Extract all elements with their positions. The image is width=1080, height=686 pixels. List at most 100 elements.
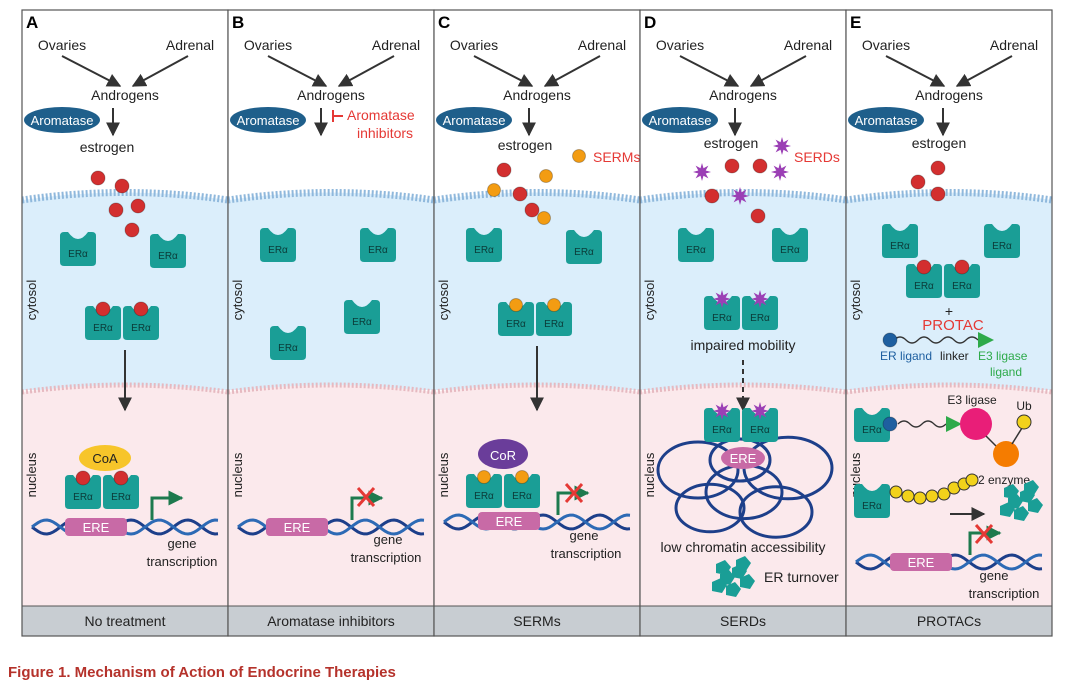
cell-membrane: [227, 189, 435, 204]
receptor-label: ERα: [914, 281, 934, 292]
receptor-shape: [854, 484, 890, 518]
ovaries-label: Ovaries: [244, 37, 292, 53]
receptor-shape: [906, 264, 942, 298]
aromatase-label: Aromatase: [649, 113, 712, 128]
receptor-shape: [536, 302, 572, 336]
receptor-shape: [123, 306, 159, 340]
arrow: [337, 55, 395, 87]
receptor-label: ERα: [93, 323, 113, 334]
degraded-er-fragments: [1000, 480, 1043, 521]
inhibitor-label-2: inhibitors: [357, 125, 413, 141]
receptor-shape: [60, 232, 96, 266]
receptor-label: ERα: [750, 425, 770, 436]
cell-membrane: [21, 189, 229, 204]
e3-ligase-label: E3 ligase: [947, 393, 997, 407]
receptor-shape: [85, 306, 121, 340]
panel-letter: C: [438, 13, 450, 32]
ubiquitin: [925, 489, 939, 503]
block-cross: [974, 524, 994, 544]
nuclear-membrane: [433, 382, 641, 395]
estrogen-dot: [124, 222, 140, 238]
receptor-label: ERα: [68, 249, 88, 260]
cell-membrane: [639, 189, 847, 204]
serd-star: [693, 163, 711, 181]
er-dimer: ERα ERα: [466, 470, 540, 508]
ubiquitin: [937, 487, 951, 501]
nucleus-side-label: nucleus: [642, 452, 657, 497]
estrogen-dot: [512, 186, 528, 202]
ere-element: ERE: [890, 553, 952, 571]
receptor-label: ERα: [686, 245, 706, 256]
chromatin-loop: [674, 482, 746, 534]
receptor-label: ERα: [544, 319, 564, 330]
serd-star: [773, 137, 791, 155]
ere-box: [890, 553, 952, 571]
aromatase-enzyme: [642, 107, 718, 133]
er-alpha-receptor: ERα: [944, 264, 980, 298]
er-alpha-receptor: ERα: [704, 408, 740, 442]
aromatase-enzyme: [230, 107, 306, 133]
receptor-shape: [984, 224, 1020, 258]
ere-label: ERE: [730, 451, 757, 466]
arrow: [473, 55, 534, 87]
nuclear-membrane: [639, 382, 847, 395]
e3-ligase-shape: [960, 408, 992, 440]
connector: [1011, 427, 1023, 445]
estrogen-dot: [930, 186, 946, 202]
nuclear-membrane: [227, 382, 435, 395]
receptor-shape: [944, 264, 980, 298]
degraded-er-fragments: [712, 556, 755, 597]
cytosol-side-label: cytosol: [436, 280, 451, 321]
corepressor: [478, 439, 528, 469]
androgens-label: Androgens: [91, 87, 159, 103]
nuclear-membrane: [845, 382, 1053, 395]
er-alpha-receptor: ERα: [742, 296, 778, 330]
protac-label: PROTAC: [922, 317, 984, 334]
er-dimer: ERα ERα: [85, 301, 159, 340]
receptor-label: ERα: [512, 491, 532, 502]
serd-star: [713, 402, 731, 420]
receptor-label: ERα: [474, 491, 494, 502]
e2-enzyme-shape: [993, 441, 1019, 467]
panel-footer: [846, 606, 1052, 636]
serm-dot: [487, 183, 501, 197]
cytosol-side-label: cytosol: [642, 280, 657, 321]
cytosol-region: [228, 192, 434, 390]
ovaries-label: Ovaries: [656, 37, 704, 53]
er-turnover-label: ER turnover: [764, 569, 839, 585]
fragment: [1024, 480, 1039, 495]
transcription-label: transcription: [969, 586, 1040, 601]
linker-label: linker: [940, 349, 969, 363]
plus-label: +: [945, 303, 953, 319]
receptor-shape: [360, 228, 396, 262]
adrenal-label: Adrenal: [166, 37, 214, 53]
er-alpha-receptor: ERα: [742, 408, 778, 442]
adrenal-label: Adrenal: [372, 37, 420, 53]
receptor-label: ERα: [862, 425, 882, 436]
adrenal-label: Adrenal: [990, 37, 1038, 53]
cell-membrane: [433, 189, 641, 204]
receptor-label: ERα: [131, 323, 151, 334]
aromatase-label: Aromatase: [237, 113, 300, 128]
transcription-arrow: [556, 485, 590, 515]
er-alpha-receptor: ERα: [344, 300, 380, 334]
er-alpha-receptor: ERα: [60, 232, 96, 266]
fragment: [740, 574, 755, 589]
receptor-label: ERα: [712, 425, 732, 436]
low-chromatin-label: low chromatin accessibility: [661, 539, 826, 555]
er-alpha-receptor: ERα: [123, 306, 159, 340]
estrogen-dot: [90, 170, 106, 186]
receptor-shape: [260, 228, 296, 262]
receptor-shape: [854, 408, 890, 442]
estrogen-dot: [95, 301, 111, 317]
receptor-shape: [882, 224, 918, 258]
ere-element: ERE: [266, 518, 328, 536]
receptor-label: ERα: [890, 241, 910, 252]
receptor-shape: [466, 474, 502, 508]
estrogen-dot: [930, 160, 946, 176]
panel-border: [845, 9, 1053, 637]
